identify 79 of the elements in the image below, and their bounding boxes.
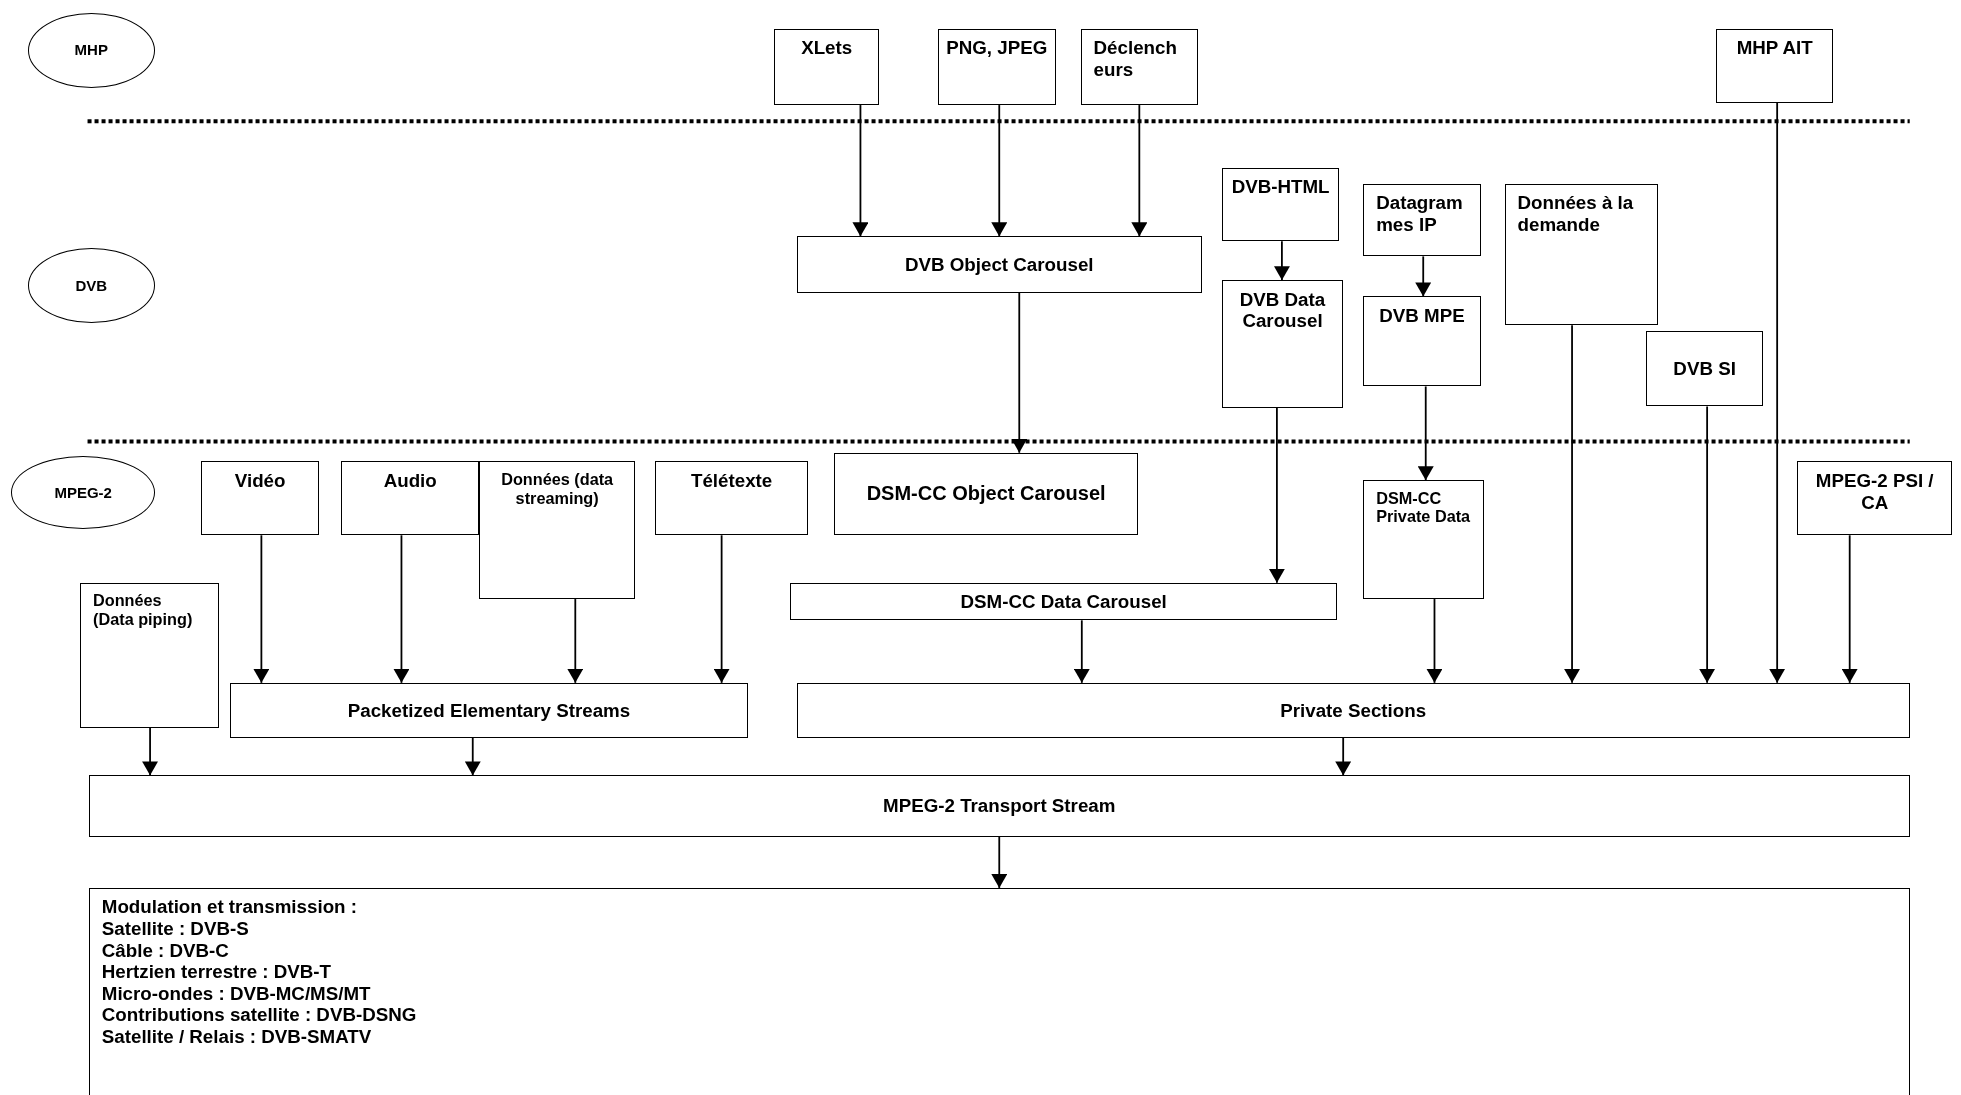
arrow — [1131, 104, 1148, 238]
arrow — [1769, 101, 1786, 684]
layer-label: MHP — [74, 41, 108, 59]
arrow — [1011, 291, 1028, 454]
arrow — [1699, 405, 1716, 684]
process-box — [937, 28, 1056, 106]
box-label: Modulation et transmission : — [101, 896, 357, 918]
box-label: Satellite / Relais : DVB-SMATV — [101, 1025, 372, 1048]
box-label: DVB-HTML — [1231, 176, 1330, 198]
box-label: MPEG-2 PSI / CA — [1814, 470, 1935, 514]
process-box — [88, 775, 1910, 837]
arrow — [393, 534, 410, 684]
arrow — [852, 104, 869, 238]
box-label: XLets — [801, 37, 853, 59]
box-label: Contributions satellite : DVB-DSNG — [101, 1004, 417, 1026]
arrow — [1564, 324, 1581, 684]
process-box — [1221, 167, 1340, 242]
process-box — [1645, 331, 1764, 407]
layer-label: DVB — [75, 276, 108, 294]
process-box — [834, 452, 1139, 536]
arrow — [142, 726, 159, 777]
box-label: Audio — [383, 470, 437, 492]
box-label: Données (data streaming) — [500, 470, 615, 508]
process-box — [230, 682, 748, 738]
arrow — [991, 835, 1008, 889]
box-label: DVB SI — [1673, 358, 1736, 380]
box-label: Déclencheurs — [1093, 37, 1178, 81]
box-label: Private Sections — [1280, 699, 1427, 722]
process-box — [796, 682, 1910, 738]
box-label: MPEG-2 Transport Stream — [883, 795, 1116, 817]
process-box — [88, 887, 1910, 1095]
process-box — [796, 236, 1202, 293]
box-label: MHP AIT — [1736, 37, 1813, 59]
process-box — [201, 461, 319, 536]
box-label: Datagrammes IP — [1376, 192, 1464, 236]
arrow — [567, 598, 584, 684]
process-box — [479, 461, 636, 600]
arrow — [1415, 255, 1432, 298]
box-label: DVB MPE — [1379, 304, 1465, 327]
box-label: Hertzien terrestre : DVB-T — [101, 961, 331, 983]
arrow — [1426, 598, 1443, 684]
process-box — [1221, 280, 1344, 408]
arrow — [1335, 737, 1352, 777]
box-label: DVB Object Carousel — [904, 253, 1094, 276]
arrow — [1268, 406, 1285, 584]
process-box — [80, 582, 219, 728]
box-label: Données (Data piping) — [93, 591, 194, 629]
process-box — [655, 461, 808, 536]
process-box — [1797, 461, 1953, 536]
process-box — [1363, 183, 1481, 257]
process-box — [774, 28, 880, 106]
arrow — [1841, 534, 1858, 684]
box-label: Télétexte — [690, 470, 773, 492]
process-box — [1080, 28, 1199, 106]
process-box — [1504, 183, 1659, 326]
box-label: DVB Data Carousel — [1238, 288, 1327, 332]
box-label: Vidéo — [234, 470, 286, 492]
box-label: Satellite : DVB-S — [101, 918, 249, 940]
box-label: Données à la demande — [1517, 192, 1635, 236]
layer-label: MPEG-2 — [54, 484, 112, 502]
arrow — [464, 737, 481, 777]
arrow — [253, 534, 270, 684]
process-box — [1715, 28, 1834, 103]
arrow — [991, 104, 1008, 238]
process-box — [1363, 296, 1481, 387]
box-label: PNG, JPEG — [946, 37, 1048, 59]
process-box — [790, 582, 1337, 621]
box-label: Micro-ondes : DVB-MC/MS/MT — [101, 982, 371, 1005]
box-label: DSM-CC Private Data — [1376, 488, 1472, 527]
process-box — [341, 461, 479, 536]
box-label: Packetized Elementary Streams — [347, 699, 631, 722]
box-label: DSM-CC Object Carousel — [866, 482, 1106, 506]
arrow — [1417, 385, 1434, 482]
arrow — [1073, 619, 1090, 684]
process-box — [1363, 480, 1485, 600]
box-label: Câble : DVB-C — [101, 939, 229, 962]
arrow — [713, 534, 730, 684]
box-label: DSM-CC Data Carousel — [960, 590, 1167, 613]
arrow — [1273, 240, 1290, 282]
